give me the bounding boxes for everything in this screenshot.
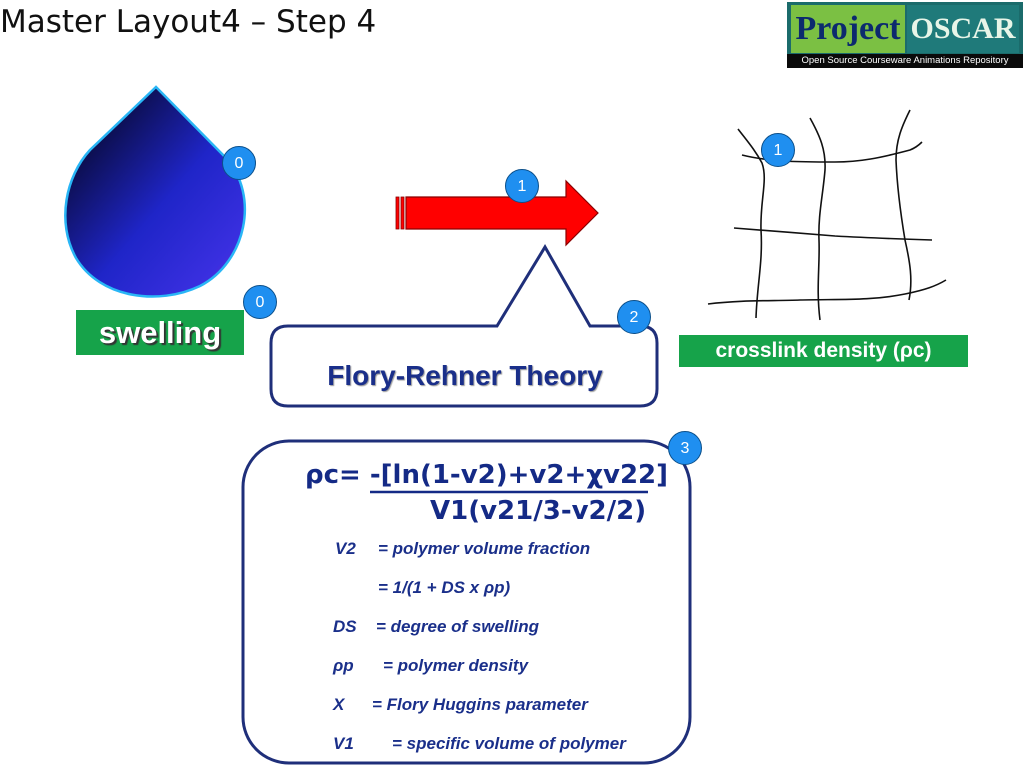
definition-text: = polymer density [383,656,529,675]
step-badge-swelling[interactable]: 0 [243,285,277,319]
step-badge-formula[interactable]: 3 [668,431,702,465]
definition-symbol: V2 [335,539,356,558]
definition-text: = Flory Huggins parameter [372,695,588,714]
theory-callout [269,244,659,408]
logo-word-oscar: OSCAR [907,5,1019,53]
definition-symbol: X [333,695,345,714]
swelling-label: swelling [76,310,244,355]
definition-symbol: ρp [333,656,354,675]
project-oscar-logo: Project OSCAR Open Source Courseware Ani… [787,2,1023,68]
logo-word-project: Project [791,5,905,53]
solvent-drop [64,85,247,298]
logo-tagline: Open Source Courseware Animations Reposi… [787,54,1023,68]
formula-denominator: V1(v21/3-v2/2) [430,496,647,526]
process-arrow [395,179,599,247]
step-badge-arrow[interactable]: 1 [505,169,539,203]
crosslink-network [707,109,947,321]
flory-rehner-theory-label: Flory-Rehner Theory [327,360,603,391]
page-title: Master Layout4 – Step 4 [0,4,377,40]
step-badge-drop[interactable]: 0 [222,146,256,180]
formula-numerator: ρc= -[ln(1-v2)+v2+χv22] [305,460,669,490]
definition-symbol: V1 [333,734,354,753]
definition-symbol: DS [333,617,357,636]
definition-text: = degree of swelling [376,617,539,636]
definition-text: = polymer volume fraction [378,539,591,558]
formula-box [241,439,692,765]
definition-text: = specific volume of polymer [392,734,626,753]
crosslink-density-label: crosslink density (ρc) [679,335,968,367]
step-badge-network[interactable]: 1 [761,133,795,167]
step-badge-theory[interactable]: 2 [617,300,651,334]
definition-text: = 1/(1 + DS x ρp) [378,578,511,597]
